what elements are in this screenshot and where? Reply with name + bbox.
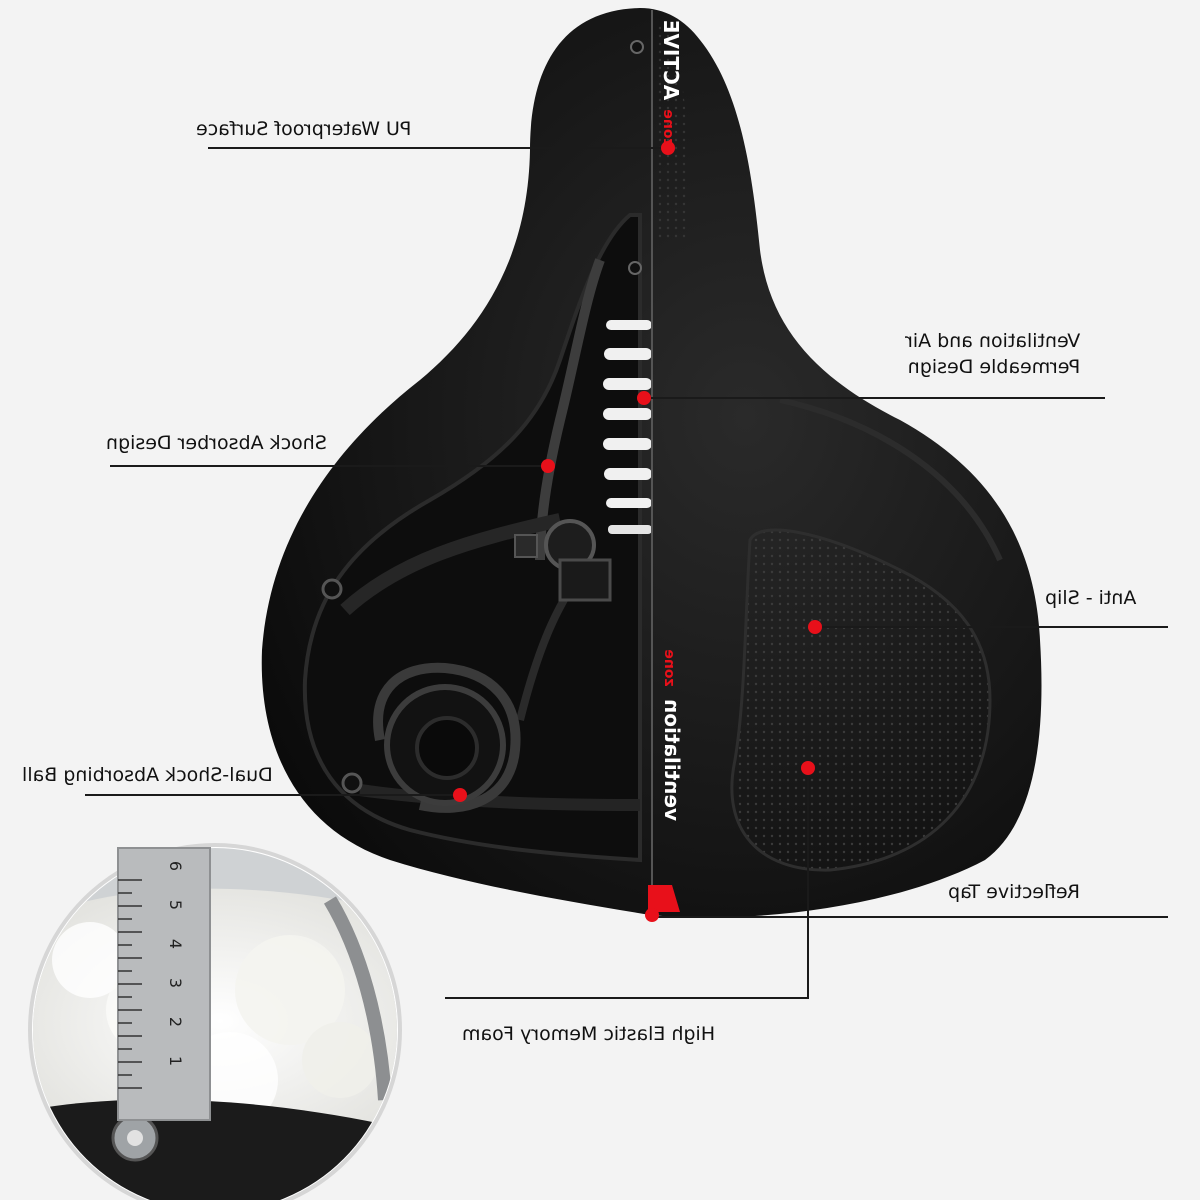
nose-brand-text: ACTIVE <box>659 20 683 100</box>
spring-coil <box>603 320 652 534</box>
nose-texture <box>655 20 690 240</box>
ruler-number: 5 <box>166 900 185 910</box>
ruler-number: 4 <box>166 939 185 949</box>
memory-foam-inset: 6 5 4 3 2 1 <box>28 843 402 1200</box>
nose-brand-tag: zone <box>660 109 676 146</box>
anti-slip-pad <box>730 528 992 872</box>
reflective-tag <box>648 885 680 912</box>
ruler-number: 3 <box>166 978 185 988</box>
screw-icon <box>321 40 644 794</box>
label-reflective-tap: Reflective Tap <box>948 881 1081 903</box>
leader-lines <box>85 147 1168 999</box>
ruler-number: 6 <box>166 861 185 871</box>
label-dual-shock-ball: Dual-Shock Absorbing Ball <box>22 764 273 786</box>
label-anti-slip: Anti - Slip <box>1045 587 1137 609</box>
rear-brand-tag: zone <box>661 649 677 686</box>
label-ventilation: Ventilation and Air Permeable Design <box>905 330 1081 378</box>
label-pu-waterproof-surface: PU Waterproof Surface <box>196 118 412 140</box>
ruler-number: 1 <box>166 1056 185 1066</box>
shock-ball-icon <box>373 662 521 813</box>
label-memory-foam: High Elastic Memory Foam <box>462 1023 716 1045</box>
ruler-number: 2 <box>166 1017 185 1027</box>
label-shock-absorber: Shock Absorber Design <box>106 432 327 454</box>
red-dot-icon <box>453 141 822 922</box>
rear-brand-text: ventilation <box>660 699 684 821</box>
